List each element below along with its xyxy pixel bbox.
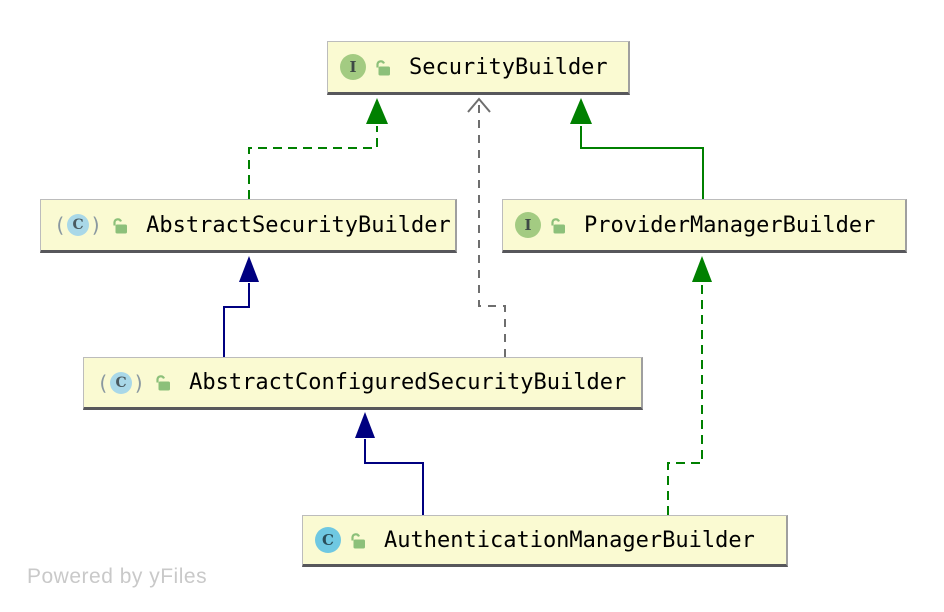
open-lock-icon [348, 531, 367, 550]
interface-icon: I [340, 54, 366, 80]
node-securitybuilder[interactable]: I SecurityBuilder [327, 41, 630, 95]
open-lock-icon [153, 373, 172, 392]
class-icon: C [315, 527, 341, 553]
open-lock-icon [373, 58, 392, 77]
node-authenticationmanagerbuilder[interactable]: C AuthenticationManagerBuilder [302, 515, 788, 567]
class-name-label: AuthenticationManagerBuilder [384, 527, 755, 553]
open-lock-icon [548, 216, 567, 235]
node-providermanagerbuilder[interactable]: I ProviderManagerBuilder [502, 199, 907, 253]
class-name-label: ProviderManagerBuilder [584, 212, 876, 238]
edge-abstractsecuritybuilder-implements-securitybuilder [248, 98, 388, 199]
edge-providermanagerbuilder-extends-securitybuilder [570, 98, 704, 199]
class-name-label: AbstractConfiguredSecurityBuilder [189, 370, 627, 395]
interface-icon: I [515, 212, 541, 238]
class-name-label: SecurityBuilder [409, 54, 608, 80]
class-name-label: AbstractSecurityBuilder [146, 212, 451, 238]
edge-abstractconfiguredsecuritybuilder-dependency-securitybuilder [467, 97, 506, 357]
edge-authenticationmanagerbuilder-extends-abstractconfiguredsecuritybuilder [355, 412, 424, 515]
abstract-class-icon: ( C ) [54, 213, 103, 237]
abstract-class-icon: ( C ) [97, 370, 146, 395]
edge-authenticationmanagerbuilder-implements-providermanagerbuilder [667, 256, 712, 515]
open-lock-icon [110, 216, 129, 235]
node-abstractsecuritybuilder[interactable]: ( C ) AbstractSecurityBuilder [40, 199, 457, 253]
yfiles-watermark: Powered by yFiles [27, 565, 208, 588]
edge-abstractconfiguredsecuritybuilder-extends-abstractsecuritybuilder [223, 256, 259, 357]
node-abstractconfiguredsecuritybuilder[interactable]: ( C ) AbstractConfiguredSecurityBuilder [83, 357, 643, 410]
